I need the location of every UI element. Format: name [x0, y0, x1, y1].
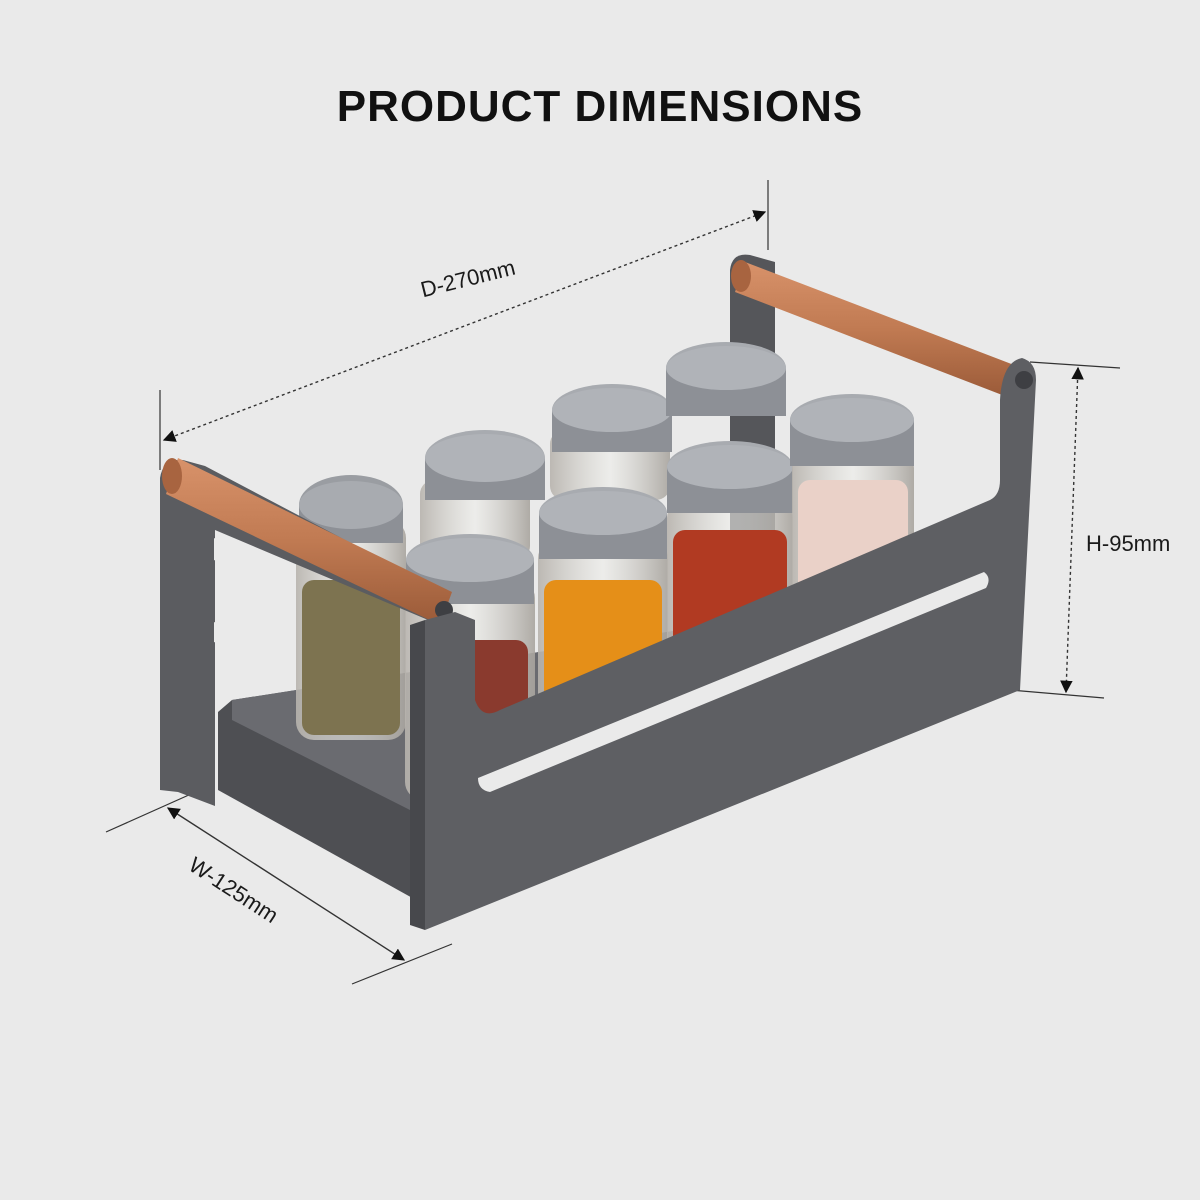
jar-back-1 — [296, 475, 406, 740]
width-dimension — [105, 789, 453, 985]
depth-dimension — [159, 180, 769, 470]
page-title: PRODUCT DIMENSIONS — [336, 82, 864, 131]
height-dimension — [1009, 361, 1121, 699]
jar-back-4 — [666, 342, 786, 416]
jar-back-3 — [550, 384, 672, 500]
height-label: H-95mm — [1086, 531, 1171, 556]
front-panel — [410, 358, 1036, 930]
back-handle — [731, 260, 1022, 398]
